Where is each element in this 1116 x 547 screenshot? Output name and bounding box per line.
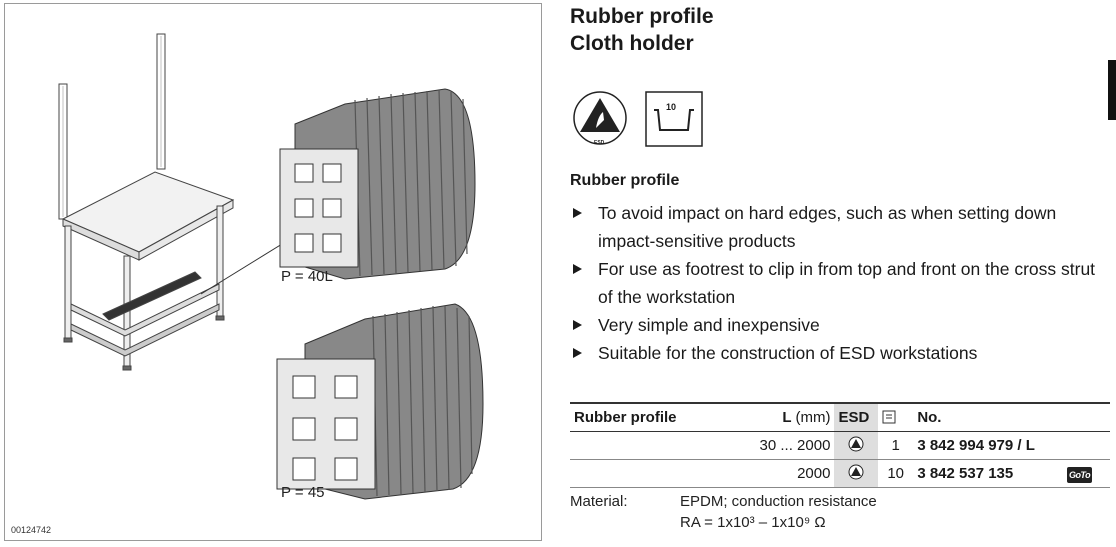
cell-goto: GoTo bbox=[1063, 460, 1110, 488]
esd-icon bbox=[848, 436, 864, 451]
icon-row: ESD 10 bbox=[570, 90, 710, 155]
col-header-qty bbox=[878, 403, 914, 432]
cell-part-number: 3 842 537 135 bbox=[917, 465, 1014, 482]
material-label: Material: bbox=[570, 493, 628, 510]
feature-item: Suitable for the construction of ESD wor… bbox=[570, 339, 1110, 367]
esd-icon bbox=[848, 464, 864, 479]
product-table: Rubber profile L (mm) ESD No. bbox=[570, 402, 1110, 488]
table-row: 30 ... 2000 1 3 842 994 979 / L bbox=[570, 431, 1110, 460]
col-header-goto bbox=[1062, 403, 1110, 432]
cell-length: 30 ... 2000 bbox=[759, 437, 831, 454]
cell-qty: 1 bbox=[891, 437, 900, 454]
profile-45-drawing bbox=[276, 303, 484, 500]
table-header-row: Rubber profile L (mm) ESD No. bbox=[570, 403, 1110, 432]
feature-item: For use as footrest to clip in from top … bbox=[570, 255, 1110, 311]
cell-goto bbox=[1063, 432, 1110, 460]
col-header-name: Rubber profile bbox=[570, 403, 731, 432]
cell-qty: 10 bbox=[887, 465, 905, 482]
cell-part-number: 3 842 994 979 / L bbox=[917, 437, 1035, 454]
feature-item: To avoid impact on hard edges, such as w… bbox=[570, 199, 1110, 255]
col-header-length-label: L bbox=[782, 409, 792, 426]
col-header-length: L (mm) bbox=[730, 403, 835, 432]
profile-label-45: P = 45 bbox=[281, 484, 325, 501]
goto-badge: GoTo bbox=[1066, 466, 1093, 483]
packing-unit-icon bbox=[882, 410, 896, 423]
packing-qty-icon: 10 bbox=[666, 102, 677, 112]
workstation-drawing bbox=[58, 33, 484, 500]
section-heading: Rubber profile bbox=[570, 172, 680, 189]
cell-esd bbox=[834, 431, 879, 460]
col-header-esd: ESD bbox=[834, 403, 879, 432]
cell-length: 2000 bbox=[797, 465, 831, 482]
illustration-figure: P = 40L P = 45 00124742 bbox=[4, 3, 542, 541]
feature-item: Very simple and inexpensive bbox=[570, 311, 1110, 339]
material-line-1: EPDM; conduction resistance bbox=[680, 493, 877, 510]
page-edge-tab bbox=[1108, 60, 1116, 120]
feature-list: To avoid impact on hard edges, such as w… bbox=[570, 199, 1110, 367]
material-line-2: RA = 1x10³ – 1x10⁹ Ω bbox=[680, 514, 826, 531]
profile-40l-drawing bbox=[279, 88, 476, 280]
figure-id: 00124742 bbox=[11, 525, 52, 535]
esd-icon-label: ESD bbox=[594, 140, 605, 146]
cell-esd bbox=[834, 459, 879, 488]
title-line-2: Cloth holder bbox=[570, 32, 694, 55]
material-value: EPDM; conduction resistance RA = 1x10³ –… bbox=[680, 491, 1100, 533]
page-title: Rubber profile Cloth holder bbox=[570, 3, 714, 57]
col-header-number: No. bbox=[913, 403, 1063, 432]
esd-icon bbox=[573, 91, 703, 147]
title-line-1: Rubber profile bbox=[570, 5, 714, 28]
profile-label-40l: P = 40L bbox=[281, 268, 333, 285]
col-header-length-unit: (mm) bbox=[795, 409, 831, 426]
table-row: 2000 10 3 842 537 135 GoTo bbox=[570, 459, 1110, 488]
